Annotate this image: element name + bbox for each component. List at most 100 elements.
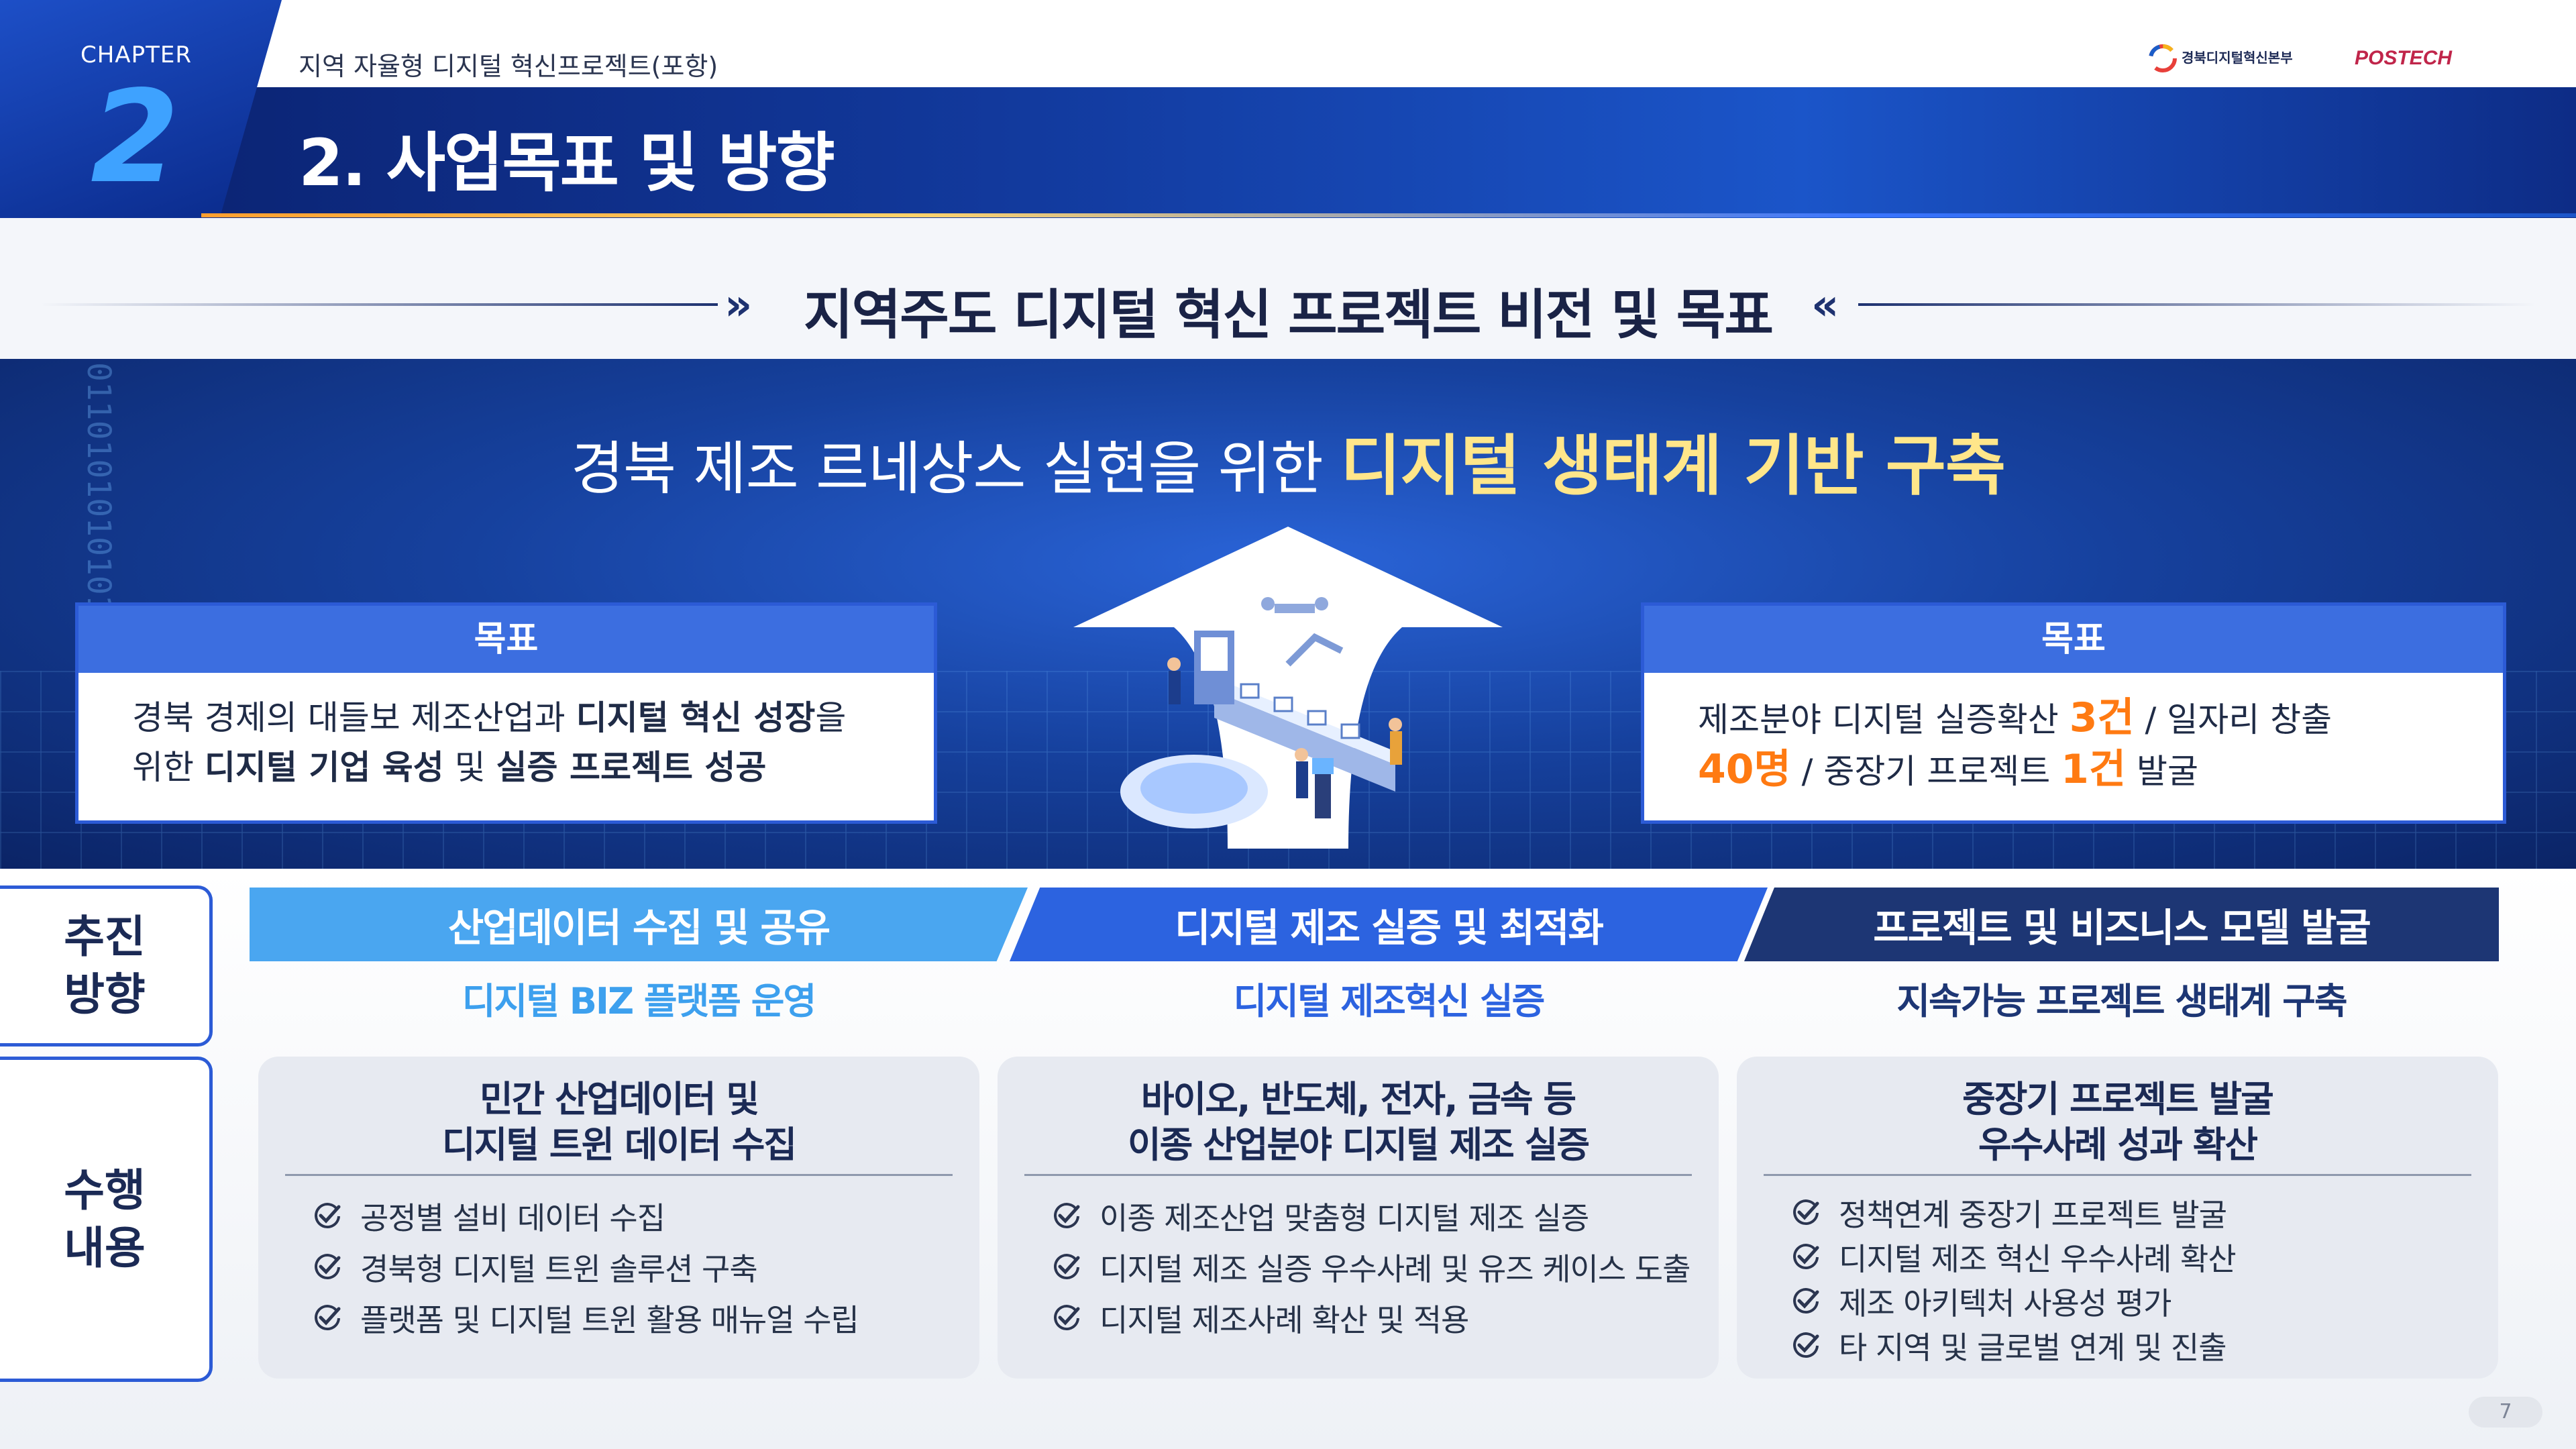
side-label-direction: 추진 방향: [0, 885, 213, 1046]
check-circle-icon: [1793, 1199, 1819, 1226]
goal-left-bold: 디지털 기업 육성: [204, 748, 444, 787]
goal-left-label: 목표: [78, 606, 934, 673]
goal-right-text-part: 제조분야 디지털 실증확산: [1698, 700, 2070, 739]
vision-title: 지역주도 디지털 혁신 프로젝트 비전 및 목표: [804, 284, 1774, 346]
goal-box-right: 목표 제조분야 디지털 실증확산 3건 / 일자리 창출 40명 / 중장기 프…: [1641, 602, 2506, 824]
goal-left-text-part: 경북 경제의 대들보 제조산업과: [132, 698, 576, 737]
binary-decoration: 0110101010101010: [80, 362, 117, 617]
direction-subtitle-3: 지속가능 프로젝트 생태계 구축: [1896, 980, 2347, 1022]
goal-right-line1: 제조분야 디지털 실증확산 3건 / 일자리 창출: [1698, 693, 2476, 745]
gyeongbuk-digital-logo: 경북디지털혁신본부: [2149, 44, 2293, 72]
goal-right-number: 1건: [2061, 746, 2127, 793]
check-circle-icon: [1054, 1254, 1080, 1280]
list-item-text: 제조 아키텍처 사용성 평가: [1839, 1285, 2171, 1322]
goal-right-text-part: / 중장기 프로젝트: [1790, 752, 2061, 791]
direction-band-3: 프로젝트 및 비즈니스 모델 발굴: [1744, 888, 2499, 961]
goal-left-text-part: 을: [815, 698, 847, 737]
direction-subtitle-1: 디지털 BIZ 플랫폼 운영: [462, 980, 816, 1022]
list-item: 타 지역 및 글로벌 연계 및 진출: [1790, 1324, 2485, 1368]
check-circle-icon: [1793, 1244, 1819, 1270]
card-title-line: 디지털 트윈 데이터 수집: [441, 1124, 797, 1166]
goal-left-line1: 경북 경제의 대들보 제조산업과 디지털 혁신 성장을: [132, 693, 907, 743]
goal-right-text-part: 발굴: [2126, 752, 2198, 791]
list-item: 디지털 제조사례 확산 및 적용: [1051, 1293, 1705, 1344]
check-circle-icon: [1054, 1203, 1080, 1229]
goal-right-text-part: / 일자리 창출: [2134, 700, 2332, 739]
goal-left-line2: 위한 디지털 기업 육성 및 실증 프로젝트 성공: [132, 743, 907, 792]
card-divider: [285, 1174, 953, 1176]
check-circle-icon: [1054, 1305, 1080, 1331]
list-item-text: 디지털 제조 실증 우수사례 및 유즈 케이스 도출: [1099, 1251, 1690, 1287]
list-item-text: 이종 제조산업 맞춤형 디지털 제조 실증: [1099, 1200, 1589, 1236]
check-circle-icon: [315, 1203, 341, 1229]
upward-arrow-icon: [1073, 527, 1503, 849]
card-title: 중장기 프로젝트 발굴 우수사례 성과 확산: [1737, 1077, 2498, 1168]
list-item: 공정별 설비 데이터 수집: [312, 1191, 966, 1242]
chapter-number: 2: [91, 63, 180, 211]
goal-left-bold: 실증 프로젝트 성공: [496, 748, 767, 787]
hero-headline: 경북 제조 르네상스 실현을 위한 디지털 생태계 기반 구축: [0, 413, 2576, 508]
list-item: 이종 제조산업 맞춤형 디지털 제조 실증: [1051, 1191, 1705, 1242]
card-divider: [1024, 1174, 1692, 1176]
execution-card-3: 중장기 프로젝트 발굴 우수사례 성과 확산 정책연계 중장기 프로젝트 발굴 …: [1737, 1057, 2498, 1379]
check-circle-icon: [315, 1305, 341, 1331]
goal-left-text: 경북 경제의 대들보 제조산업과 디지털 혁신 성장을 위한 디지털 기업 육성…: [132, 693, 907, 792]
chevron-right-icon: »: [724, 280, 753, 330]
goal-left-bold: 디지털 혁신 성장: [576, 698, 816, 737]
list-item: 경북형 디지털 트윈 솔루션 구축: [312, 1242, 966, 1293]
list-item-text: 디지털 제조 혁신 우수사례 확산: [1839, 1241, 2237, 1277]
direction-band-2: 디지털 제조 실증 및 최적화: [1010, 888, 1768, 961]
card-title-line: 우수사례 성과 확산: [1978, 1124, 2258, 1166]
smart-factory-illustration: [1120, 597, 1402, 828]
page-number: 7: [2469, 1397, 2542, 1428]
card-title-line: 중장기 프로젝트 발굴: [1962, 1078, 2274, 1120]
card-title: 민간 산업데이터 및 디지털 트윈 데이터 수집: [258, 1077, 979, 1168]
goal-left-text-part: 및: [443, 748, 496, 787]
list-item: 디지털 제조 혁신 우수사례 확산: [1790, 1235, 2485, 1279]
logo1-text: 경북디지털혁신본부: [2182, 50, 2293, 66]
side-label-execution: 수행 내용: [0, 1057, 213, 1382]
header-accent-line: [201, 213, 2576, 217]
card-item-list: 정책연계 중장기 프로젝트 발굴 디지털 제조 혁신 우수사례 확산 제조 아키…: [1790, 1191, 2485, 1368]
list-item-text: 경북형 디지털 트윈 솔루션 구축: [360, 1251, 758, 1287]
list-item-text: 정책연계 중장기 프로젝트 발굴: [1839, 1197, 2227, 1233]
list-item: 디지털 제조 실증 우수사례 및 유즈 케이스 도출: [1051, 1242, 1705, 1293]
card-title: 바이오, 반도체, 전자, 금속 등 이종 산업분야 디지털 제조 실증: [998, 1077, 1719, 1168]
goal-right-label: 목표: [1644, 606, 2503, 673]
list-item: 정책연계 중장기 프로젝트 발굴: [1790, 1191, 2485, 1235]
list-item-text: 디지털 제조사례 확산 및 적용: [1099, 1302, 1469, 1338]
list-item-text: 공정별 설비 데이터 수집: [360, 1200, 665, 1236]
check-circle-icon: [1793, 1288, 1819, 1314]
direction-subtitle-2: 디지털 제조혁신 실증: [1233, 980, 1546, 1022]
list-item: 플랫폼 및 디지털 트윈 활용 매뉴얼 수립: [312, 1293, 966, 1344]
goal-right-text: 제조분야 디지털 실증확산 3건 / 일자리 창출 40명 / 중장기 프로젝트…: [1698, 693, 2476, 796]
goal-right-number: 3건: [2069, 694, 2135, 741]
list-item-text: 플랫폼 및 디지털 트윈 활용 매뉴얼 수립: [360, 1302, 859, 1338]
goal-right-number: 40명: [1698, 746, 1791, 793]
vision-left-line: [40, 303, 718, 306]
card-title-line: 바이오, 반도체, 전자, 금속 등: [1140, 1078, 1576, 1120]
list-item: 제조 아키텍처 사용성 평가: [1790, 1279, 2485, 1324]
direction-band-1: 산업데이터 수집 및 공유: [250, 888, 1028, 961]
goal-left-text-part: 위한: [132, 748, 205, 787]
card-item-list: 공정별 설비 데이터 수집 경북형 디지털 트윈 솔루션 구축 플랫폼 및 디지…: [312, 1191, 966, 1344]
hero-headline-highlight: 디지털 생태계 기반 구축: [1340, 428, 2006, 504]
execution-card-1: 민간 산업데이터 및 디지털 트윈 데이터 수집 공정별 설비 데이터 수집 경…: [258, 1057, 979, 1379]
check-circle-icon: [315, 1254, 341, 1280]
vision-right-line: [1858, 303, 2536, 306]
chevron-left-icon: «: [1811, 280, 1839, 330]
card-title-line: 민간 산업데이터 및: [479, 1078, 759, 1120]
postech-logo: POSTECH: [2355, 47, 2453, 69]
chapter-label: CHAPTER: [80, 42, 192, 68]
execution-card-2: 바이오, 반도체, 전자, 금속 등 이종 산업분야 디지털 제조 실증 이종 …: [998, 1057, 1719, 1379]
logo2-text: POSTECH: [2355, 47, 2453, 69]
check-circle-icon: [1793, 1332, 1819, 1358]
page-title: 2. 사업목표 및 방향: [299, 125, 835, 201]
list-item-text: 타 지역 및 글로벌 연계 및 진출: [1839, 1330, 2227, 1366]
goal-box-left: 목표 경북 경제의 대들보 제조산업과 디지털 혁신 성장을 위한 디지털 기업…: [75, 602, 937, 824]
header-top-strip: [0, 0, 2576, 87]
card-item-list: 이종 제조산업 맞춤형 디지털 제조 실증 디지털 제조 실증 우수사례 및 유…: [1051, 1191, 1705, 1344]
card-divider: [1764, 1174, 2471, 1176]
card-title-line: 이종 산업분야 디지털 제조 실증: [1127, 1124, 1590, 1166]
hero-headline-plain: 경북 제조 르네상스 실현을 위한: [570, 435, 1341, 502]
